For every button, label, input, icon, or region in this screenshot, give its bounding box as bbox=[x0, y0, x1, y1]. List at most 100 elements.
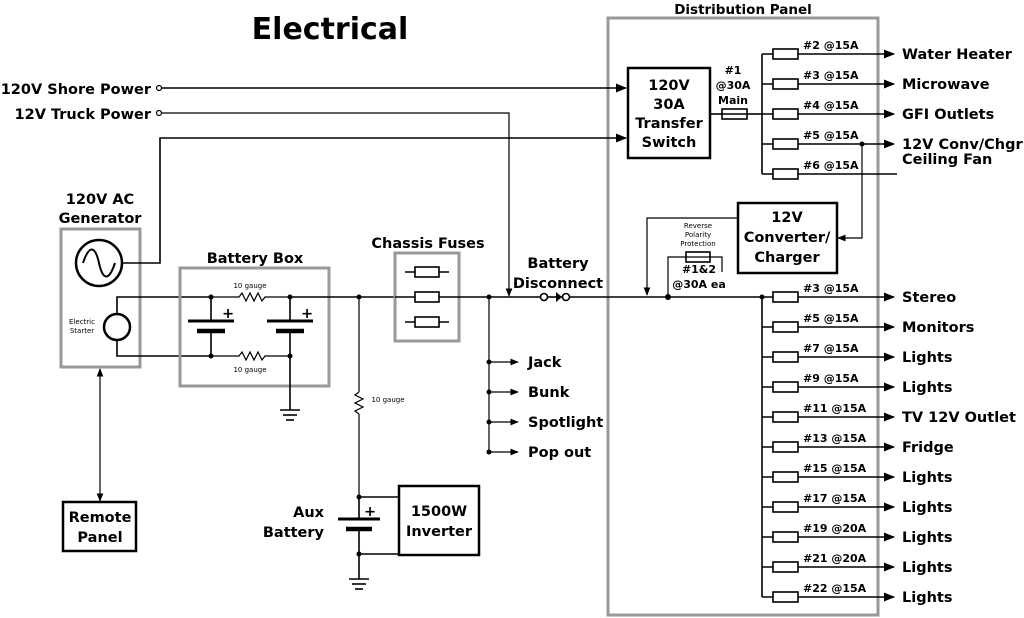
dc-circuit-load-label: Lights bbox=[902, 590, 952, 606]
starter-label-2: Starter bbox=[70, 327, 94, 335]
chassis-fuse-3 bbox=[405, 316, 449, 328]
distribution-panel-box bbox=[606, 16, 880, 617]
ac-circuit-fuse-label: #2 @15A bbox=[803, 39, 859, 52]
remote-panel bbox=[61, 500, 138, 553]
converter-charger bbox=[736, 201, 839, 275]
ac-circuit-load-label: Water Heater bbox=[902, 47, 1013, 63]
chassis-load-label: Spotlight bbox=[528, 415, 603, 431]
dc-circuit: #7 @15A Lights bbox=[762, 342, 952, 366]
generator-label-1: 120V AC bbox=[66, 192, 134, 208]
chassis-fuses-label: Chassis Fuses bbox=[371, 236, 484, 252]
reverse-polarity-label-3: Protection bbox=[680, 240, 715, 248]
dc-circuit: #13 @15A Fridge bbox=[762, 432, 954, 456]
converter-label-3: Charger bbox=[754, 250, 820, 266]
transfer-switch-label-3: Transfer bbox=[635, 116, 703, 132]
ac-circuit-fuse bbox=[772, 48, 799, 60]
ac-circuit-fuse-label: #3 @15A bbox=[803, 69, 859, 82]
dc-circuit-load-label: Lights bbox=[902, 350, 952, 366]
battery-box-label: Battery Box bbox=[207, 251, 304, 267]
ac-circuit-fuse bbox=[772, 138, 799, 150]
battery-2-plus: + bbox=[301, 306, 313, 322]
dc-circuit-fuse-label: #13 @15A bbox=[803, 432, 867, 445]
ac-circuit-fuse bbox=[772, 168, 799, 180]
diagram-title: Electrical bbox=[252, 12, 409, 47]
transfer-switch bbox=[626, 66, 712, 160]
ac-circuit-fuse-label: #6 @15A bbox=[803, 159, 859, 172]
ac-circuit-load-label: Ceiling Fan bbox=[902, 152, 992, 168]
converter-label-1: 12V bbox=[771, 210, 803, 226]
dc-circuit-fuse-label: #19 @20A bbox=[803, 522, 867, 535]
ac-circuits: #2 @15A Water Heater #3 @15A Microwave #4 @1… bbox=[762, 39, 1023, 180]
rp-fuse-label-2: @30A ea bbox=[672, 278, 726, 291]
dc-circuit: #17 @15A Lights bbox=[762, 492, 952, 516]
remote-panel-label-1: Remote bbox=[69, 510, 132, 526]
dc-circuit-fuse bbox=[772, 501, 799, 513]
dc-circuit-fuse bbox=[772, 531, 799, 543]
dc-circuit-fuse-label: #22 @15A bbox=[803, 582, 867, 595]
dc-circuit-fuse bbox=[772, 441, 799, 453]
dc-circuit-load-label: TV 12V Outlet bbox=[902, 410, 1016, 426]
dc-circuit-fuse bbox=[772, 381, 799, 393]
chassis-load-label: Jack bbox=[527, 355, 562, 371]
reverse-polarity-label-1: Reverse bbox=[684, 222, 712, 230]
battery-disconnect-label-2: Disconnect bbox=[513, 276, 603, 292]
ac-circuit-fuse-label: #4 @15A bbox=[803, 99, 859, 112]
battery-disconnect-label-1: Battery bbox=[527, 256, 589, 272]
ac-circuit: #3 @15A Microwave bbox=[762, 69, 990, 93]
ac-circuit: #6 @15A Ceiling Fan bbox=[762, 152, 992, 180]
dc-circuit-fuse bbox=[772, 561, 799, 573]
main-fuse-label-3: Main bbox=[718, 94, 748, 107]
ac-circuit: #5 @15A 12V Conv/Chgr bbox=[762, 129, 1023, 153]
dc-circuit-fuse bbox=[772, 591, 799, 603]
inverter bbox=[397, 484, 481, 557]
ac-circuit-load-label: 12V Conv/Chgr bbox=[902, 137, 1023, 153]
dc-circuit-fuse bbox=[772, 351, 799, 363]
converter-label-2: Converter/ bbox=[744, 230, 831, 246]
truck-power-label: 12V Truck Power bbox=[15, 107, 152, 123]
inverter-label-1: 1500W bbox=[411, 504, 467, 520]
transfer-switch-label-2: 30A bbox=[653, 97, 685, 113]
battery-box bbox=[178, 266, 331, 388]
transfer-switch-label-1: 120V bbox=[648, 78, 690, 94]
dc-circuit-load-label: Lights bbox=[902, 380, 952, 396]
dc-circuit-fuse-label: #11 @15A bbox=[803, 402, 867, 415]
starter-motor-icon bbox=[102, 312, 132, 342]
distribution-panel-label: Distribution Panel bbox=[674, 2, 812, 18]
dc-circuit-load-label: Fridge bbox=[902, 440, 954, 456]
generator-box bbox=[59, 227, 142, 369]
shore-power-terminal bbox=[155, 84, 163, 92]
shore-power-label: 120V Shore Power bbox=[1, 82, 152, 98]
chassis-load: Pop out bbox=[486, 445, 591, 461]
ac-circuit-load-label: Microwave bbox=[902, 77, 990, 93]
dc-circuit-load-label: Monitors bbox=[902, 320, 974, 336]
aux-battery-label-2: Battery bbox=[263, 525, 325, 541]
aux-battery-plus: + bbox=[364, 504, 376, 520]
battery-1-plus: + bbox=[222, 306, 234, 322]
chassis-load: Spotlight bbox=[486, 415, 603, 431]
battery-disconnect-switch bbox=[539, 292, 571, 302]
transfer-switch-label-4: Switch bbox=[642, 135, 697, 151]
ac-circuit-fuse-label: #5 @15A bbox=[803, 129, 859, 142]
dc-circuit-fuse-label: #17 @15A bbox=[803, 492, 867, 505]
dc-circuit-fuse-label: #7 @15A bbox=[803, 342, 859, 355]
chassis-load-label: Pop out bbox=[528, 445, 591, 461]
chassis-load: Jack bbox=[486, 355, 562, 371]
starter-label-1: Electric bbox=[69, 318, 95, 326]
chassis-fuse-1 bbox=[405, 266, 449, 278]
battery-gauge-bottom: 10 gauge bbox=[233, 366, 266, 374]
battery-gauge-top: 10 gauge bbox=[233, 282, 266, 290]
ground-icon-battery bbox=[280, 409, 300, 421]
truck-power-terminal bbox=[155, 109, 163, 117]
chassis-load-label: Bunk bbox=[528, 385, 570, 401]
dc-circuit-load-label: Lights bbox=[902, 500, 952, 516]
dc-circuit: #11 @15A TV 12V Outlet bbox=[762, 402, 1016, 426]
aux-battery-label-1: Aux bbox=[293, 505, 325, 521]
